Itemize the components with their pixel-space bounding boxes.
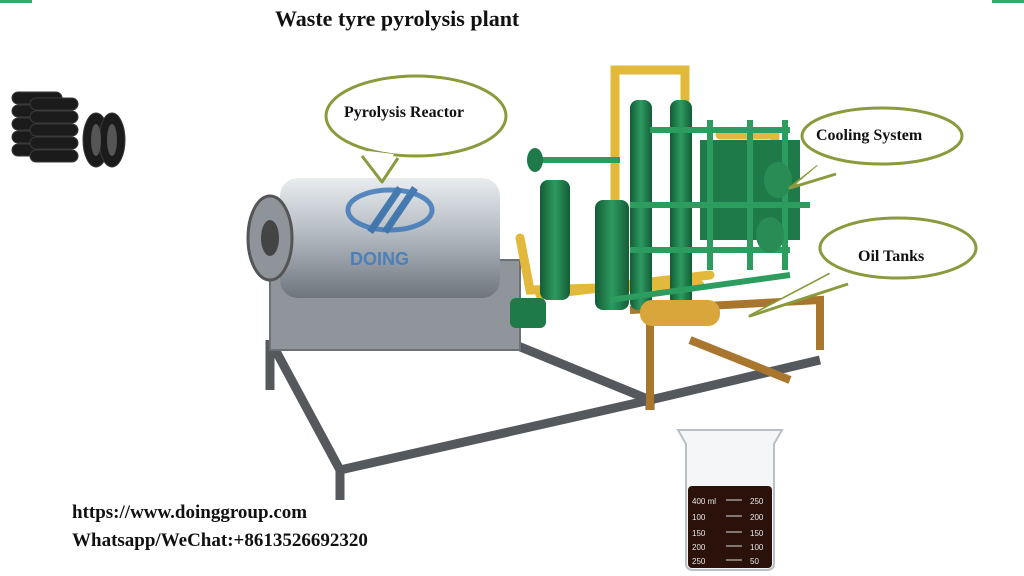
- whatsapp-wechat-text: Whatsapp/WeChat:+8613526692320: [72, 530, 368, 551]
- tyres-illustration: [11, 91, 126, 168]
- oil-beaker-illustration: 400 ml 100 150 200 250 250 200 150 100 5…: [676, 429, 784, 571]
- beaker-mark-left-5: 250: [692, 557, 706, 566]
- beaker-mark-left-1: 400 ml: [692, 497, 716, 506]
- pyrolysis-plant-illustration: DOING: [246, 65, 824, 500]
- beaker-mark-right-4: 100: [750, 543, 764, 552]
- logo-text: DOING: [350, 249, 409, 269]
- beaker-mark-left-3: 150: [692, 529, 706, 538]
- cooling-label: Cooling System: [816, 127, 923, 144]
- beaker-mark-right-5: 50: [750, 557, 759, 566]
- beaker-mark-right-1: 250: [750, 497, 764, 506]
- corner-accent-right: [992, 0, 1024, 3]
- reactor-callout-bubble: [324, 74, 508, 184]
- reactor-label: Pyrolysis Reactor: [344, 104, 465, 121]
- corner-accent-left: [0, 0, 32, 3]
- cooling-callout-bubble: [788, 106, 964, 190]
- beaker-mark-right-2: 200: [750, 513, 764, 522]
- page-title: Waste tyre pyrolysis plant: [275, 6, 520, 31]
- website-text: https://www.doinggroup.com: [72, 502, 308, 523]
- beaker-mark-left-4: 200: [692, 543, 706, 552]
- beaker-mark-right-3: 150: [750, 529, 764, 538]
- beaker-mark-left-2: 100: [692, 513, 706, 522]
- oil-tanks-label: Oil Tanks: [858, 248, 925, 265]
- oil-tanks-callout-bubble: [748, 216, 978, 318]
